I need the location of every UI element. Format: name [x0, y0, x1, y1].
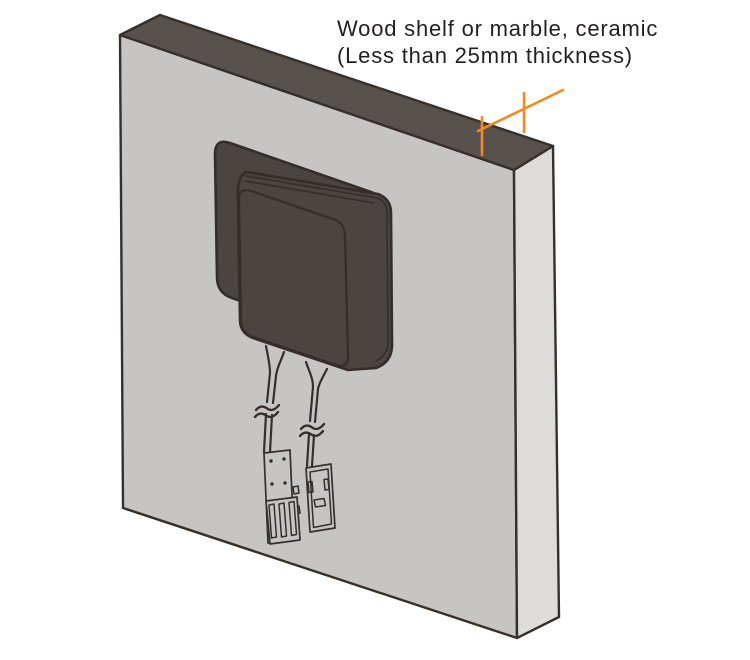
shelf-material-note: Wood shelf or marble, ceramic (Less than…: [337, 15, 658, 69]
left-connector-tab: [292, 485, 300, 495]
right-cable: [298, 360, 329, 468]
screw-hole-dot: [270, 482, 274, 486]
left-cable: [253, 344, 286, 454]
screw-hole-dot: [269, 459, 273, 463]
right-connector-slot: [313, 497, 327, 508]
right-connector: [305, 463, 336, 533]
front-pad-edge-groove-2: [244, 180, 375, 204]
thickness-leader-line: [476, 88, 565, 133]
shelf-material-note-line2: (Less than 25mm thickness): [337, 43, 633, 68]
right-connector-notch: [323, 478, 330, 491]
shelf-top-face: [118, 13, 555, 172]
right-connector-frame: [309, 468, 333, 529]
right-connector-notch: [307, 480, 314, 494]
front-pad-silhouette: [236, 170, 394, 372]
right-cable-break: [298, 422, 326, 438]
left-connector-pins: [268, 500, 298, 539]
screw-hole-dot: [283, 481, 287, 485]
shelf-right-face: [512, 144, 561, 640]
front-pad-face: [237, 188, 350, 368]
screw-hole-dot: [282, 457, 286, 461]
shelf-material-note-line1: Wood shelf or marble, ceramic: [337, 16, 659, 41]
thickness-marker: [476, 88, 565, 157]
front-charging-pad: [236, 170, 394, 372]
front-pad-edge-groove: [245, 175, 389, 362]
left-cable-break: [253, 403, 281, 419]
left-connector: [263, 449, 301, 545]
